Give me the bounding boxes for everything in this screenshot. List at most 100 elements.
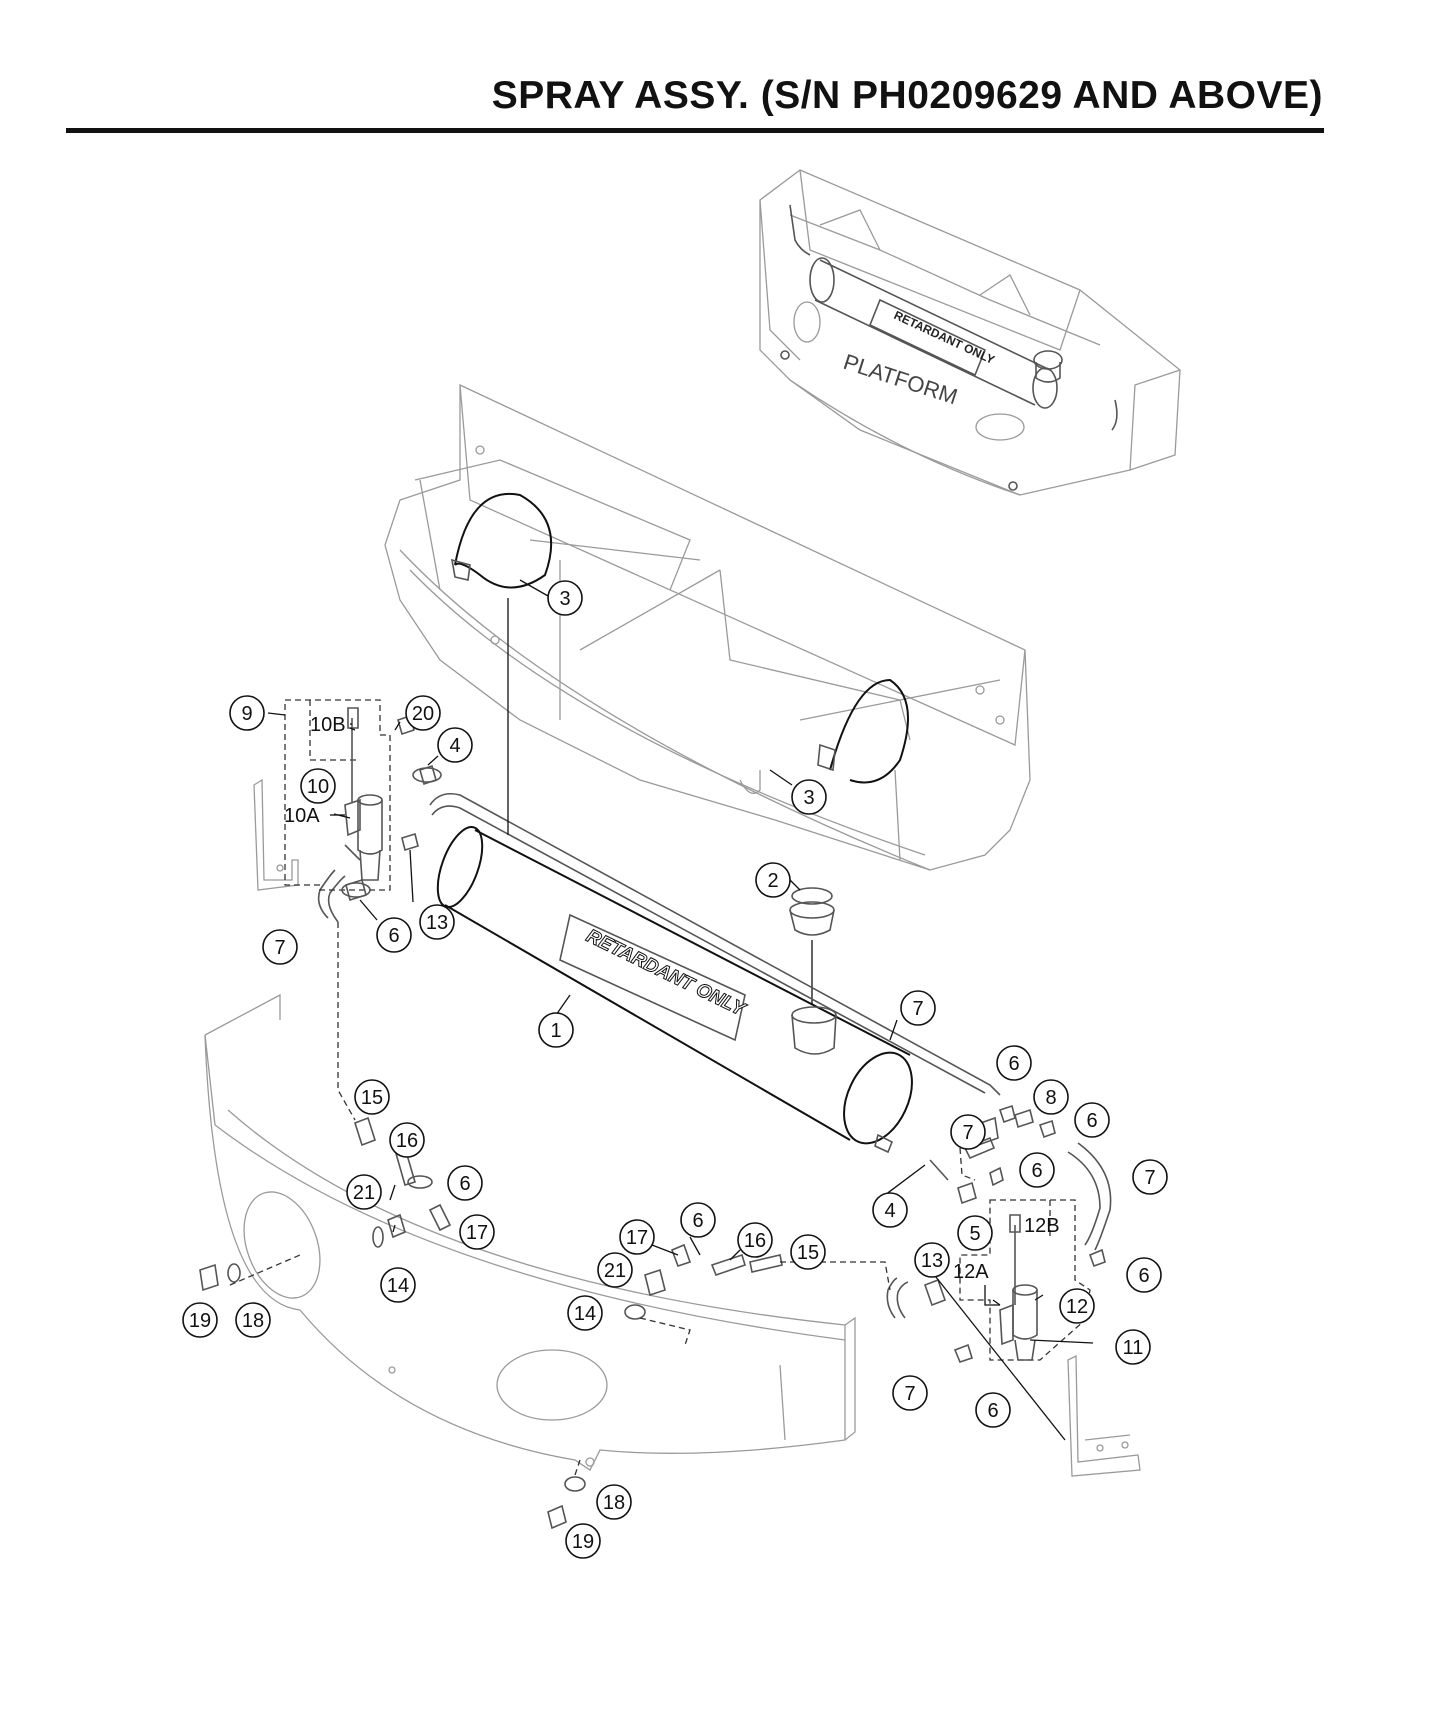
leader-lines xyxy=(229,579,1094,1476)
svg-text:6: 6 xyxy=(987,1400,998,1422)
svg-text:11: 11 xyxy=(1123,1337,1144,1359)
svg-text:16: 16 xyxy=(744,1230,766,1252)
label-10a: 10A xyxy=(284,805,320,827)
callout-6e: 6 xyxy=(1126,1257,1162,1293)
callout-6h: 6 xyxy=(680,1202,716,1238)
callout-13a: 13 xyxy=(419,904,455,940)
callout-9: 9 xyxy=(229,695,265,731)
svg-text:10: 10 xyxy=(307,776,329,798)
callout-4b: 4 xyxy=(872,1192,908,1228)
callout-14b: 14 xyxy=(567,1295,603,1331)
svg-text:15: 15 xyxy=(361,1087,383,1109)
svg-text:1: 1 xyxy=(550,1020,561,1042)
svg-text:7: 7 xyxy=(1144,1167,1155,1189)
svg-text:4: 4 xyxy=(449,735,460,757)
svg-text:7: 7 xyxy=(962,1122,973,1144)
callout-6c: 6 xyxy=(1074,1102,1110,1138)
svg-text:6: 6 xyxy=(1031,1160,1042,1182)
callout-14a: 14 xyxy=(380,1267,416,1303)
svg-text:14: 14 xyxy=(387,1275,409,1297)
pump-brackets xyxy=(253,778,1141,1477)
pump-assembly-right xyxy=(953,1199,1091,1363)
callout-21a: 21 xyxy=(346,1174,382,1210)
callout-6g: 6 xyxy=(447,1165,483,1201)
svg-text:15: 15 xyxy=(797,1242,819,1264)
label-12b: 12B xyxy=(1024,1215,1060,1237)
callout-11: 11 xyxy=(1115,1329,1151,1365)
svg-text:17: 17 xyxy=(626,1227,648,1249)
callout-7c: 7 xyxy=(950,1114,986,1150)
callout-3a: 3 xyxy=(547,580,583,616)
svg-text:21: 21 xyxy=(604,1260,626,1282)
svg-text:19: 19 xyxy=(189,1310,211,1332)
svg-text:7: 7 xyxy=(912,998,923,1020)
callout-7d: 7 xyxy=(1132,1159,1168,1195)
svg-text:13: 13 xyxy=(426,912,448,934)
retardant-tank: RETARDANT ONLY xyxy=(436,826,913,1154)
callout-10: 10 xyxy=(300,768,336,804)
callout-18a: 18 xyxy=(235,1302,271,1338)
platform-frame xyxy=(384,383,1031,871)
svg-text:6: 6 xyxy=(1138,1265,1149,1287)
callout-5: 5 xyxy=(957,1215,993,1251)
bottom-fittings xyxy=(199,1116,783,1530)
callout-21b: 21 xyxy=(597,1252,633,1288)
svg-text:3: 3 xyxy=(559,588,570,610)
hoses xyxy=(317,792,1112,1319)
callout-8: 8 xyxy=(1033,1079,1069,1115)
callout-15b: 15 xyxy=(790,1234,826,1270)
svg-text:21: 21 xyxy=(353,1182,375,1204)
svg-text:12: 12 xyxy=(1066,1296,1088,1318)
callout-6b: 6 xyxy=(996,1045,1032,1081)
callout-18b: 18 xyxy=(596,1484,632,1520)
svg-text:5: 5 xyxy=(969,1223,980,1245)
callout-6f: 6 xyxy=(975,1392,1011,1428)
callouts: 1 2 3 3 4 4 5 6 6 6 6 6 6 6 6 7 7 7 7 7 … xyxy=(182,580,1168,1559)
svg-text:6: 6 xyxy=(692,1210,703,1232)
svg-text:8: 8 xyxy=(1045,1087,1056,1109)
callout-17b: 17 xyxy=(619,1219,655,1255)
front-guard-panel xyxy=(204,993,856,1471)
assembled-platform-inset: RETARDANT ONLY PLATFORM xyxy=(759,169,1181,496)
callout-17a: 17 xyxy=(459,1214,495,1250)
svg-text:6: 6 xyxy=(1086,1110,1097,1132)
callout-4a: 4 xyxy=(437,727,473,763)
callout-6a: 6 xyxy=(376,917,412,953)
svg-text:7: 7 xyxy=(904,1383,915,1405)
svg-text:18: 18 xyxy=(242,1310,264,1332)
svg-text:9: 9 xyxy=(241,703,252,725)
callout-2: 2 xyxy=(755,862,791,898)
svg-text:18: 18 xyxy=(603,1492,625,1514)
callout-7a: 7 xyxy=(262,929,298,965)
svg-text:14: 14 xyxy=(574,1303,596,1325)
callout-15a: 15 xyxy=(354,1079,390,1115)
title-rule xyxy=(66,128,1324,133)
callout-19b: 19 xyxy=(565,1523,601,1559)
callout-20: 20 xyxy=(405,695,441,731)
callout-16b: 16 xyxy=(737,1222,773,1258)
sub-part-labels: 10B 10A 12B 12A xyxy=(284,714,1060,1306)
callout-7b: 7 xyxy=(900,990,936,1026)
callout-19a: 19 xyxy=(182,1302,218,1338)
svg-text:13: 13 xyxy=(921,1250,943,1272)
callout-16a: 16 xyxy=(389,1122,425,1158)
callout-1: 1 xyxy=(538,1012,574,1048)
callout-3b: 3 xyxy=(791,779,827,815)
svg-text:3: 3 xyxy=(803,787,814,809)
svg-text:16: 16 xyxy=(396,1130,418,1152)
filler-cap xyxy=(789,887,835,1005)
svg-text:17: 17 xyxy=(466,1222,488,1244)
svg-text:4: 4 xyxy=(884,1200,895,1222)
svg-text:19: 19 xyxy=(572,1531,594,1553)
callout-12: 12 xyxy=(1059,1288,1095,1324)
callout-7e: 7 xyxy=(892,1375,928,1411)
callout-13b: 13 xyxy=(914,1242,950,1278)
label-10b: 10B xyxy=(310,714,346,736)
svg-text:2: 2 xyxy=(767,870,778,892)
svg-text:7: 7 xyxy=(274,937,285,959)
svg-text:6: 6 xyxy=(388,925,399,947)
svg-text:6: 6 xyxy=(1008,1053,1019,1075)
label-12a: 12A xyxy=(953,1261,989,1283)
svg-text:20: 20 xyxy=(412,703,434,725)
